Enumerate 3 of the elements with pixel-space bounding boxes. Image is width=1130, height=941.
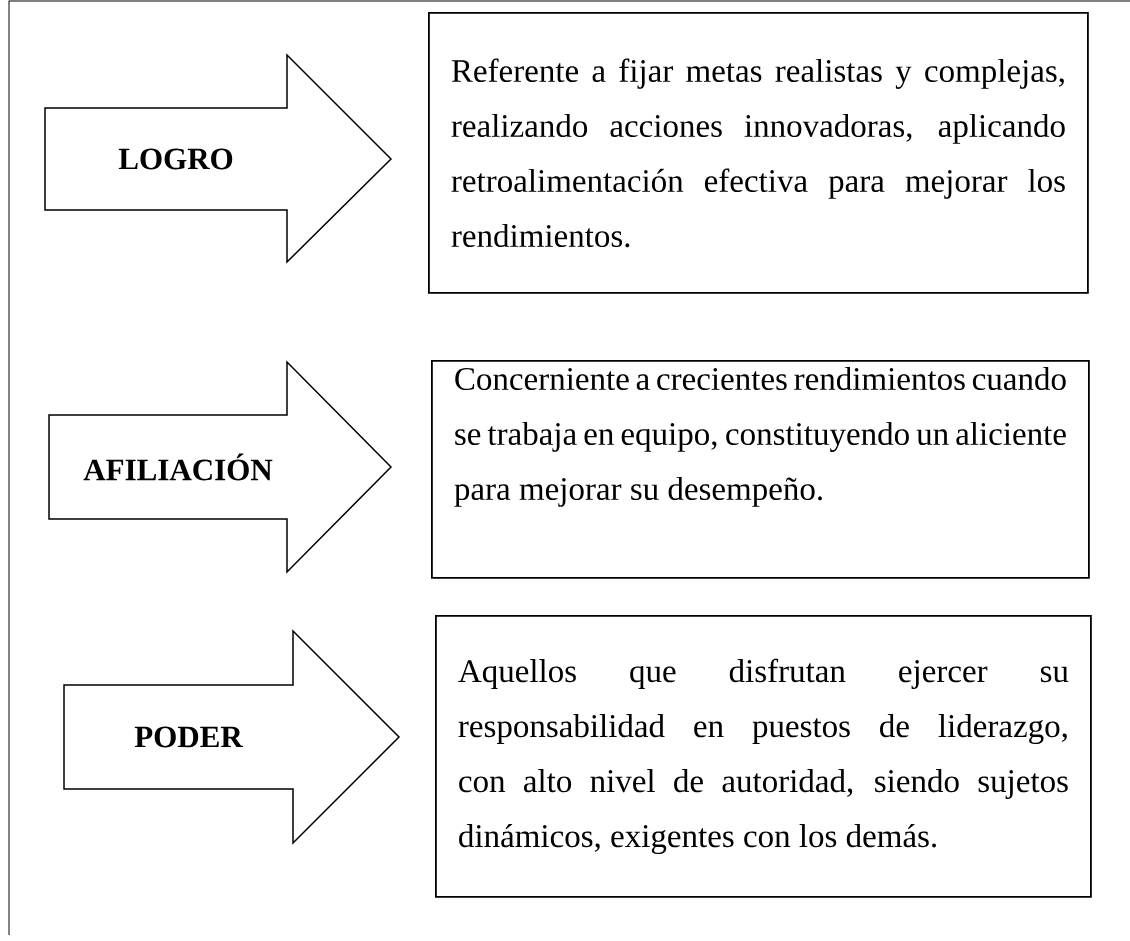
text-box: Concerniente a crecientes rendimientos cuando se trabaja en equipo, constituyendo un aliciente para mejorar su desempeño. bbox=[431, 360, 1090, 579]
text-box: Referente a fijar metas realistas y complejas, realizando acciones innovadoras, aplicando retroalimentación efectiva para mejorar los rendimientos. bbox=[428, 12, 1089, 294]
text-box: Aquellos que disfrutan ejercer su responsabilidad en puestos de liderazgo, con alto nivel de autoridad, siendo sujetos dinámicos, exigentes con los demás. bbox=[435, 615, 1092, 898]
